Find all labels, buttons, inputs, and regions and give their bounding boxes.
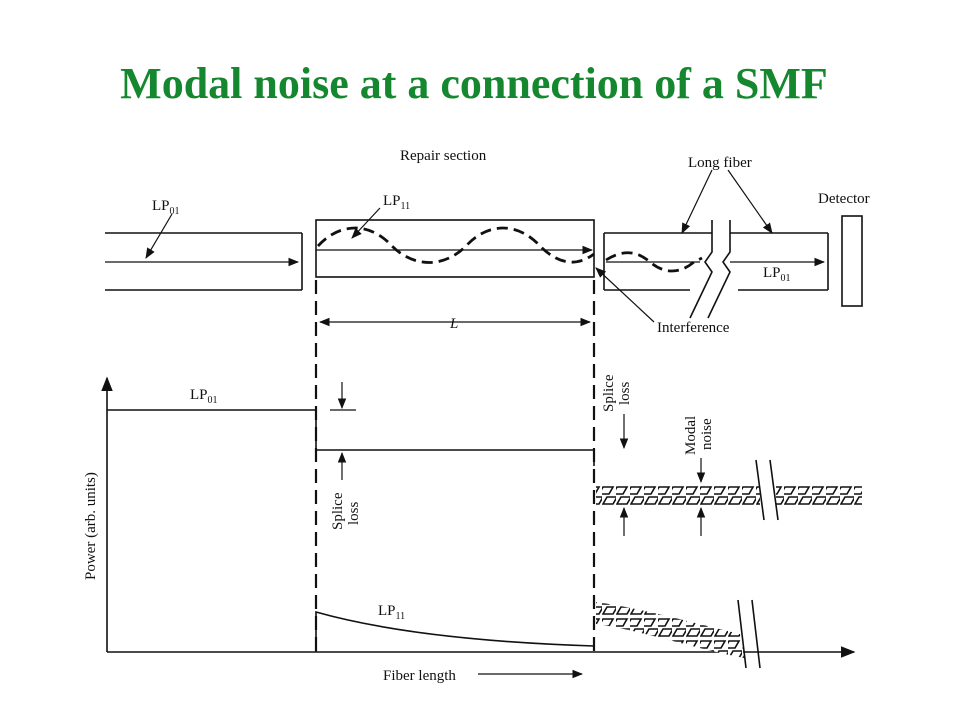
lp01-input-pointer	[145, 213, 173, 259]
interference-pointer	[595, 267, 655, 323]
label-modal: Modal	[683, 416, 699, 455]
power-axes	[101, 376, 856, 658]
label-loss-2: loss	[617, 381, 633, 405]
label-interference: Interference	[657, 320, 730, 336]
label-splice-1: Splice	[330, 492, 346, 530]
label-splice-2: Splice	[601, 374, 617, 412]
long-fiber-pointer-b	[727, 169, 773, 234]
label-lp11-power: LP11	[378, 603, 405, 622]
input-fiber	[105, 232, 303, 291]
detector	[841, 215, 863, 307]
long-fiber	[603, 220, 829, 319]
y-axis-label: Power (arb. units)	[83, 472, 99, 580]
page-title: Modal noise at a connection of a SMF	[120, 59, 828, 108]
lp11-repair-pointer	[351, 207, 381, 239]
label-long-fiber: Long fiber	[688, 155, 752, 171]
label-lp01-input: LP01	[152, 198, 180, 217]
label-loss-1: loss	[346, 501, 362, 525]
repair-section-fiber	[315, 219, 595, 278]
modal-noise-band-lower	[596, 599, 761, 669]
label-length: L	[449, 316, 458, 332]
long-fiber-pointer-a	[681, 169, 713, 234]
label-detector: Detector	[818, 191, 870, 207]
lp01-power-trace	[107, 409, 595, 466]
x-axis-label: Fiber length	[383, 668, 456, 684]
label-lp01-output: LP01	[763, 265, 791, 284]
label-noise: noise	[699, 418, 715, 450]
label-lp11-repair: LP11	[383, 193, 410, 212]
modal-noise-band-upper	[596, 459, 862, 521]
lp11-power-trace	[315, 610, 595, 652]
label-repair-section: Repair section	[400, 148, 487, 164]
label-lp01-power: LP01	[190, 387, 218, 406]
